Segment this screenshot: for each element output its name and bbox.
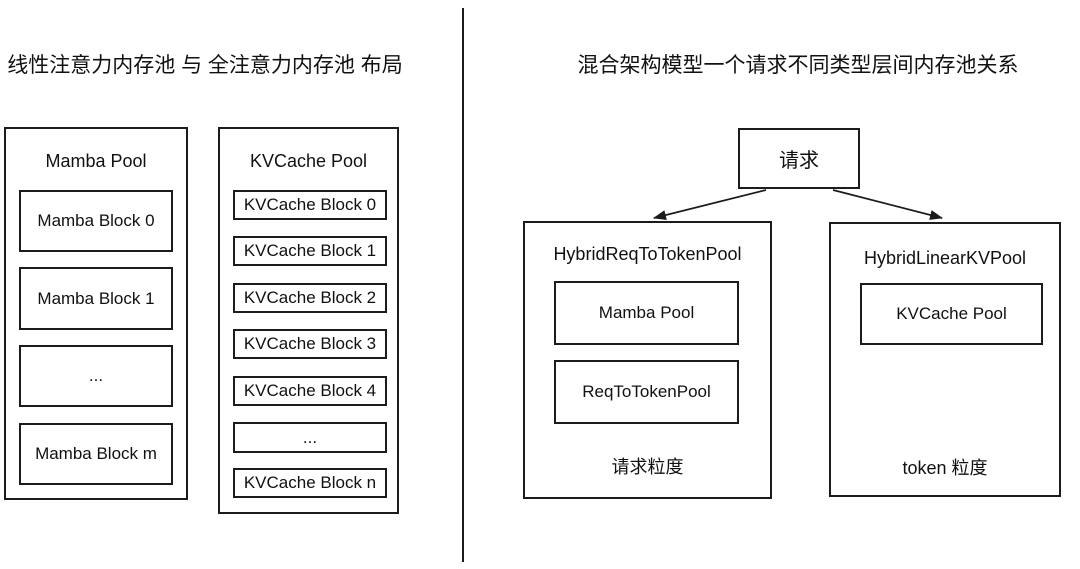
- mamba-pool-container: Mamba Pool Mamba Block 0 Mamba Block 1 .…: [4, 127, 188, 500]
- mamba-pool-title: Mamba Pool: [45, 151, 147, 171]
- kvcache-pool-container: KVCache Pool KVCache Block 0 KVCache Blo…: [218, 127, 399, 514]
- inner-req-to-token-pool-box: ReqToTokenPool: [554, 360, 739, 424]
- hybrid-linear-kv-pool-container: HybridLinearKVPool KVCache Pool token 粒度: [829, 222, 1061, 497]
- inner-kvcache-pool-box: KVCache Pool: [860, 283, 1043, 345]
- left-panel-title: 线性注意力内存池 与 全注意力内存池 布局: [7, 54, 403, 77]
- arrow-request-to-kvpool: [832, 189, 943, 220]
- mamba-block-m: Mamba Block m: [19, 423, 173, 485]
- mamba-block-1: Mamba Block 1: [19, 267, 173, 330]
- token-granularity-label: token 粒度: [902, 458, 988, 478]
- hybrid-linear-kv-pool-title: HybridLinearKVPool: [863, 248, 1027, 268]
- kvcache-block-2: KVCache Block 2: [233, 283, 387, 313]
- kvcache-block-ellipsis: ...: [233, 422, 387, 453]
- request-granularity-label: 请求粒度: [611, 457, 684, 477]
- hybrid-req-to-token-pool-title: HybridReqToTokenPool: [553, 244, 742, 264]
- kvcache-block-n: KVCache Block n: [233, 468, 387, 498]
- panel-divider-line: [462, 8, 464, 562]
- kvcache-pool-title: KVCache Pool: [249, 151, 368, 171]
- mamba-block-ellipsis: ...: [19, 345, 173, 407]
- inner-mamba-pool-box: Mamba Pool: [554, 281, 739, 345]
- kvcache-block-4: KVCache Block 4: [233, 376, 387, 406]
- request-box: 请求: [738, 128, 860, 189]
- kvcache-block-1: KVCache Block 1: [233, 236, 387, 266]
- hybrid-req-to-token-pool-container: HybridReqToTokenPool Mamba Pool ReqToTok…: [523, 221, 772, 499]
- kvcache-block-0: KVCache Block 0: [233, 190, 387, 220]
- right-panel-title: 混合架构模型一个请求不同类型层间内存池关系: [577, 54, 1019, 77]
- kvcache-block-3: KVCache Block 3: [233, 329, 387, 359]
- arrow-request-to-reqpool: [653, 189, 767, 220]
- mamba-block-0: Mamba Block 0: [19, 190, 173, 252]
